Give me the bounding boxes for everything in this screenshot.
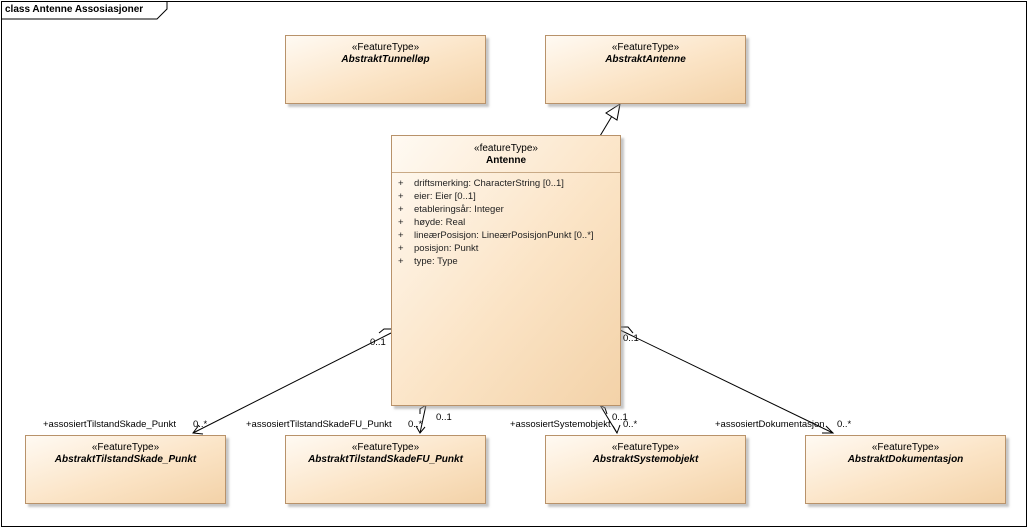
- target-multiplicity-tilstandskade: 0..*: [193, 419, 208, 430]
- class-name: AbstraktTilstandSkadeFU_Punkt: [308, 454, 463, 465]
- class-name: AbstraktTunnelløp: [341, 54, 430, 65]
- generalization-line: [599, 115, 613, 137]
- source-multiplicity-dokumentasjon: 0..1: [623, 333, 639, 344]
- class-abstrakt-tilstandskade-punkt[interactable]: «FeatureType» AbstraktTilstandSkade_Punk…: [25, 435, 226, 504]
- class-abstrakt-antenne[interactable]: «FeatureType» AbstraktAntenne: [545, 35, 746, 104]
- diagram-title: class Antenne Assosiasjoner: [5, 4, 144, 15]
- class-stereotype: «FeatureType»: [871, 442, 940, 453]
- class-stereotype: «FeatureType»: [91, 442, 160, 453]
- association-line-tilstandskadefu: [419, 404, 427, 434]
- class-divider: [392, 172, 620, 173]
- generalization-arrowhead: [605, 102, 621, 121]
- class-antenne[interactable]: «featureType» Antenne +driftsmerking: Ch…: [391, 135, 621, 406]
- class-stereotype: «FeatureType»: [351, 42, 420, 53]
- class-abstrakt-dokumentasjon[interactable]: «FeatureType» AbstraktDokumentasjon: [805, 435, 1006, 504]
- target-multiplicity-dokumentasjon: 0..*: [837, 419, 852, 430]
- role-label-dokumentasjon: +assosiertDokumentasjon: [715, 419, 825, 430]
- role-label-tilstandskadefu: +assosiertTilstandSkadeFU_Punkt: [246, 419, 392, 430]
- class-attribute: +driftsmerking: CharacterString [0..1]: [398, 178, 564, 189]
- association-end-tilstandskade: [378, 328, 391, 334]
- class-abstrakt-tilstandskadefu-punkt[interactable]: «FeatureType» AbstraktTilstandSkadeFU_Pu…: [285, 435, 486, 504]
- source-multiplicity-systemobjekt: 0..1: [612, 412, 628, 423]
- source-multiplicity-tilstandskadefu: 0..1: [436, 412, 452, 423]
- role-label-systemobjekt: +assosiertSystemobjekt: [510, 419, 611, 430]
- class-name: AbstraktDokumentasjon: [847, 454, 964, 465]
- class-attribute: +høyde: Real: [398, 217, 466, 228]
- class-stereotype: «featureType»: [474, 143, 538, 154]
- association-arrow-systemobjekt: [612, 424, 621, 435]
- class-stereotype: «FeatureType»: [611, 442, 680, 453]
- target-multiplicity-tilstandskadefu: 0..*: [408, 419, 423, 430]
- class-attribute: +etableringsår: Integer: [398, 204, 504, 215]
- source-multiplicity-tilstandskade: 0..1: [370, 337, 386, 348]
- association-end-tilstandskadefu: [419, 404, 427, 414]
- association-end-systemobjekt: [599, 404, 608, 415]
- role-label-tilstandskade: +assosiertTilstandSkade_Punkt: [43, 419, 176, 430]
- class-name: Antenne: [486, 155, 526, 166]
- class-name: AbstraktSystemobjekt: [592, 454, 699, 465]
- association-end-dokumentasjon: [620, 326, 634, 334]
- class-attribute: +type: Type: [398, 256, 458, 267]
- association-line-dokumentasjon: [619, 329, 834, 434]
- class-name: AbstraktAntenne: [605, 54, 686, 65]
- target-multiplicity-systemobjekt: 0..*: [623, 419, 638, 430]
- class-abstrakt-systemobjekt[interactable]: «FeatureType» AbstraktSystemobjekt: [545, 435, 746, 504]
- class-name: AbstraktTilstandSkade_Punkt: [54, 454, 197, 465]
- association-arrow-tilstandskadefu: [415, 425, 426, 434]
- class-attribute: +posisjon: Punkt: [398, 243, 479, 254]
- class-stereotype: «FeatureType»: [351, 442, 420, 453]
- class-abstrakt-tunnellop[interactable]: «FeatureType» AbstraktTunnelløp: [285, 35, 486, 104]
- class-stereotype: «FeatureType»: [611, 42, 680, 53]
- association-line-tilstandskade: [192, 332, 392, 434]
- association-arrow-dokumentasjon: [822, 425, 835, 434]
- diagram-title-tab: [1, 1, 168, 20]
- class-attribute: +lineærPosisjon: LineærPosisjonPunkt [0.…: [398, 230, 594, 241]
- class-attribute: +eier: Eier [0..1]: [398, 191, 476, 202]
- association-arrow-tilstandskade: [192, 424, 204, 435]
